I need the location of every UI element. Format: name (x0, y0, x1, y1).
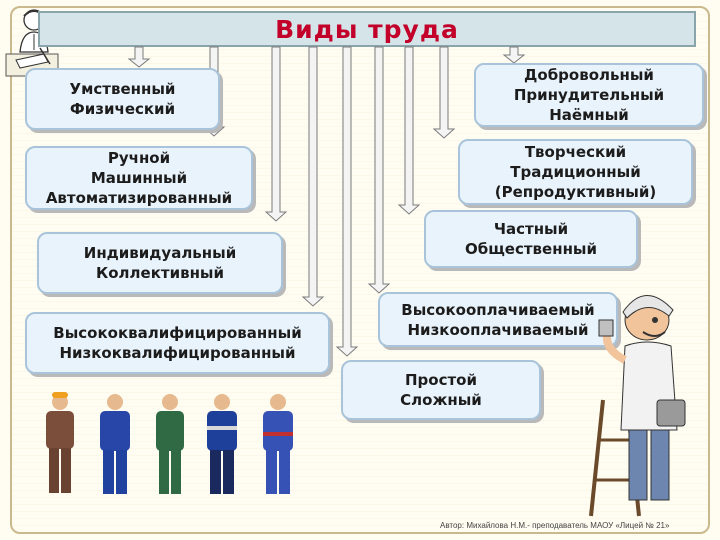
group-item: Традиционный (510, 163, 641, 181)
group-item: Добровольный (524, 66, 654, 84)
worker-figure (207, 394, 237, 494)
group-item: Автоматизированный (45, 189, 233, 207)
group-item: (Репродуктивный) (494, 183, 657, 201)
group-item: Умственный (69, 80, 176, 98)
arrow-to-individual (264, 46, 288, 222)
group-item: Простой (405, 371, 477, 389)
group-item: Высококвалифицированный (53, 324, 302, 342)
arrow-to-paid (367, 46, 391, 294)
group-item: Сложный (400, 391, 482, 409)
group-item: Коллективный (95, 264, 225, 282)
labor-type-group: Ручной Машинный Автоматизированный (25, 146, 253, 210)
group-item: Низкоквалифицированный (59, 344, 296, 362)
labor-type-group: Высокооплачиваемый Низкооплачиваемый (378, 292, 618, 347)
group-item: Ручной (107, 149, 171, 167)
worker-figure (156, 394, 184, 494)
page-title: Виды труда (275, 15, 459, 44)
labor-type-group: Добровольный Принудительный Наёмный (474, 63, 704, 127)
workers-illustration (46, 392, 293, 494)
labor-type-group: Умственный Физический (25, 68, 220, 130)
labor-type-group: Частный Общественный (424, 210, 638, 268)
arrow-to-qualified (301, 46, 325, 307)
painter-illustration (589, 295, 686, 517)
labor-type-group: Простой Сложный (341, 360, 541, 420)
group-item: Частный (493, 220, 569, 238)
labor-type-group: Индивидуальный Коллективный (37, 232, 283, 294)
arrow-to-private (397, 46, 421, 215)
worker-figure (263, 394, 293, 494)
group-item: Машинный (90, 169, 188, 187)
title-bar: Виды труда (38, 11, 696, 47)
group-item: Творческий (524, 143, 627, 161)
group-item: Высокооплачиваемый (401, 300, 595, 319)
labor-type-group: Высококвалифицированный Низкоквалифициро… (25, 312, 330, 374)
group-item: Принудительный (513, 86, 665, 104)
group-item: Индивидуальный (83, 244, 237, 262)
arrow-to-creative (432, 46, 456, 139)
arrow-to-voluntary (502, 46, 526, 64)
group-item: Общественный (464, 240, 598, 258)
group-item: Физический (69, 100, 176, 118)
group-item: Наёмный (549, 106, 629, 124)
labor-type-group: Творческий Традиционный (Репродуктивный) (458, 139, 693, 205)
worker-figure (100, 394, 130, 494)
group-item: Низкооплачиваемый (407, 320, 589, 339)
author-footer: Автор: Михайлова Н.М.- преподаватель МАО… (440, 521, 670, 530)
worker-figure (46, 392, 74, 493)
arrow-to-mental (127, 46, 151, 68)
arrow-to-simple (335, 46, 359, 357)
